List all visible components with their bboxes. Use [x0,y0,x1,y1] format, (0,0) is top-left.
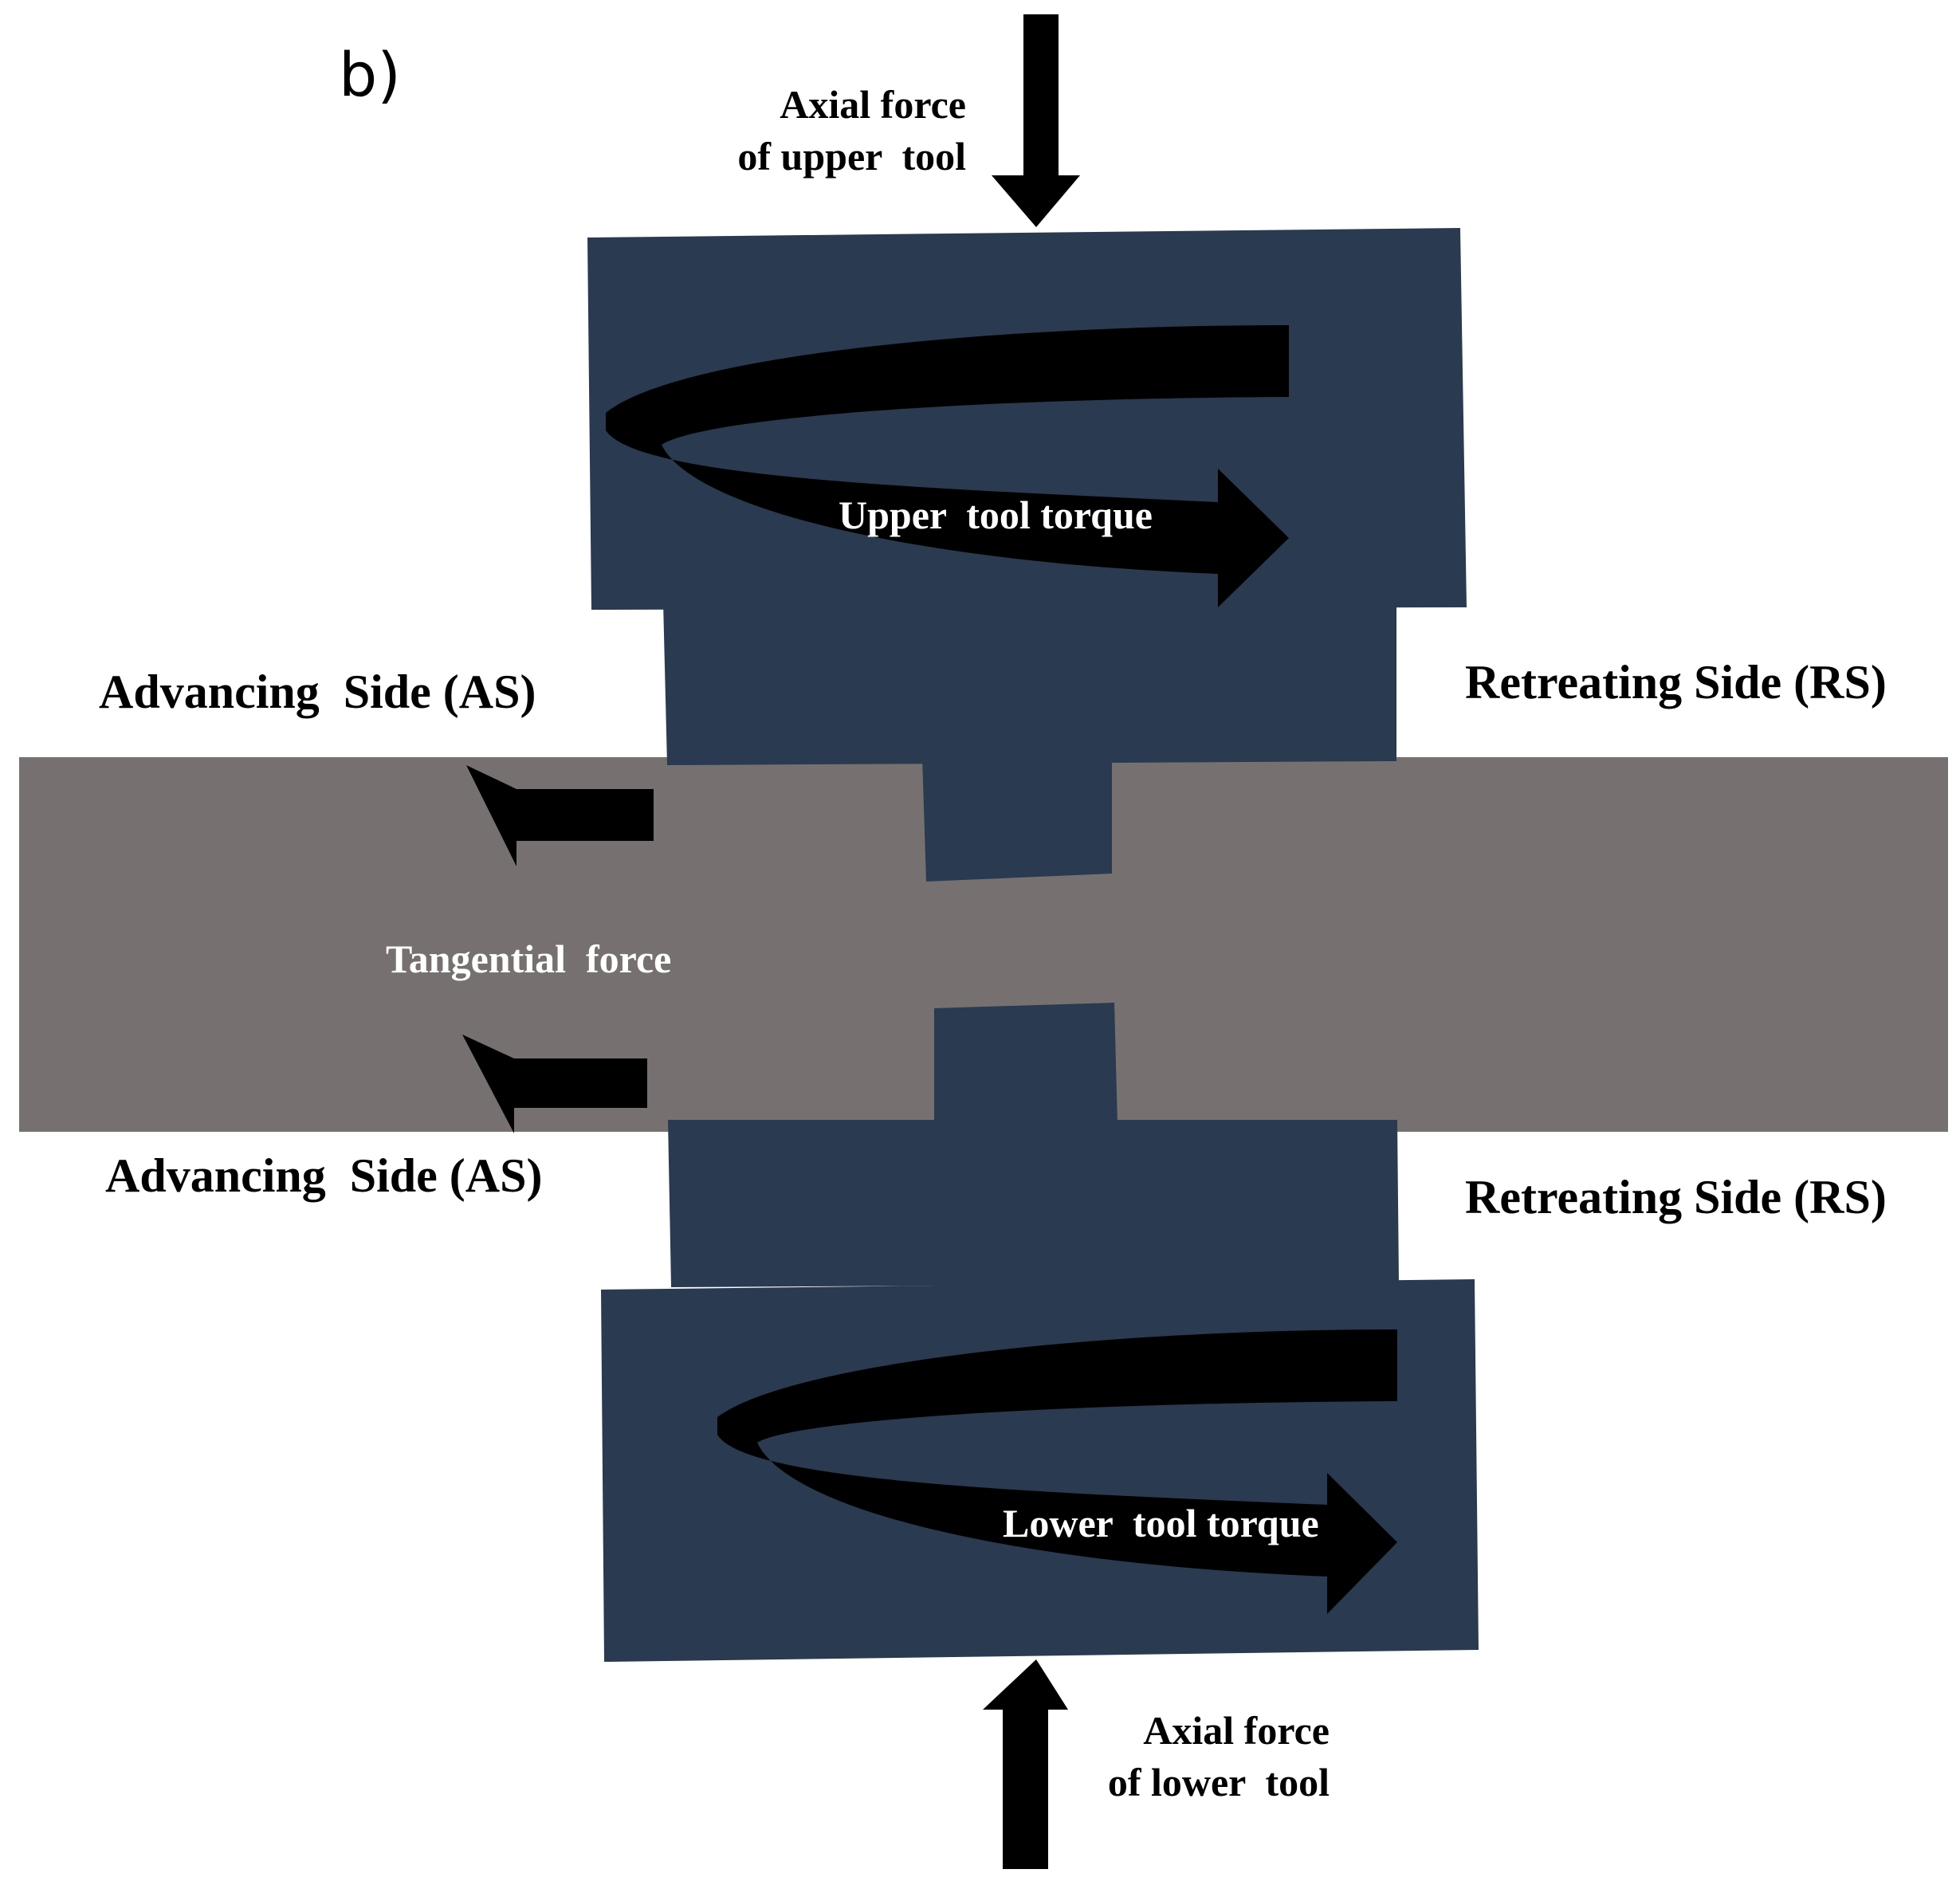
axial-force-lower-arrow [983,1659,1068,1869]
axial-force-upper-arrow [992,14,1080,227]
lower-tool-neck [668,1120,1399,1287]
lower-tool-pin [934,1003,1117,1124]
axial-lower-label-line1: Axial force [1143,1708,1330,1753]
axial-upper-label-line2: of upper tool [737,134,966,179]
axial-lower-label-line2: of lower tool [1108,1760,1330,1804]
advancing-side-bottom-label: Advancing Side (AS) [105,1149,542,1202]
panel-label: b) [339,39,401,110]
upper-tool-pin [922,757,1112,882]
advancing-side-top-label: Advancing Side (AS) [99,666,536,718]
tangential-force-label: Tangential force [386,937,671,981]
retreating-side-bottom-label: Retreating Side (RS) [1465,1171,1887,1223]
lower-torque-arrow [717,1329,1397,1614]
tangential-arrow-upper [466,765,654,866]
lower-torque-label: Lower tool torque [1003,1501,1319,1545]
axial-upper-label-line1: Axial force [780,82,966,127]
upper-torque-label: Upper tool torque [839,493,1153,537]
tangential-arrow-lower [462,1035,647,1133]
upper-torque-arrow [606,325,1289,607]
upper-tool-neck [663,602,1396,765]
retreating-side-top-label: Retreating Side (RS) [1465,656,1887,709]
